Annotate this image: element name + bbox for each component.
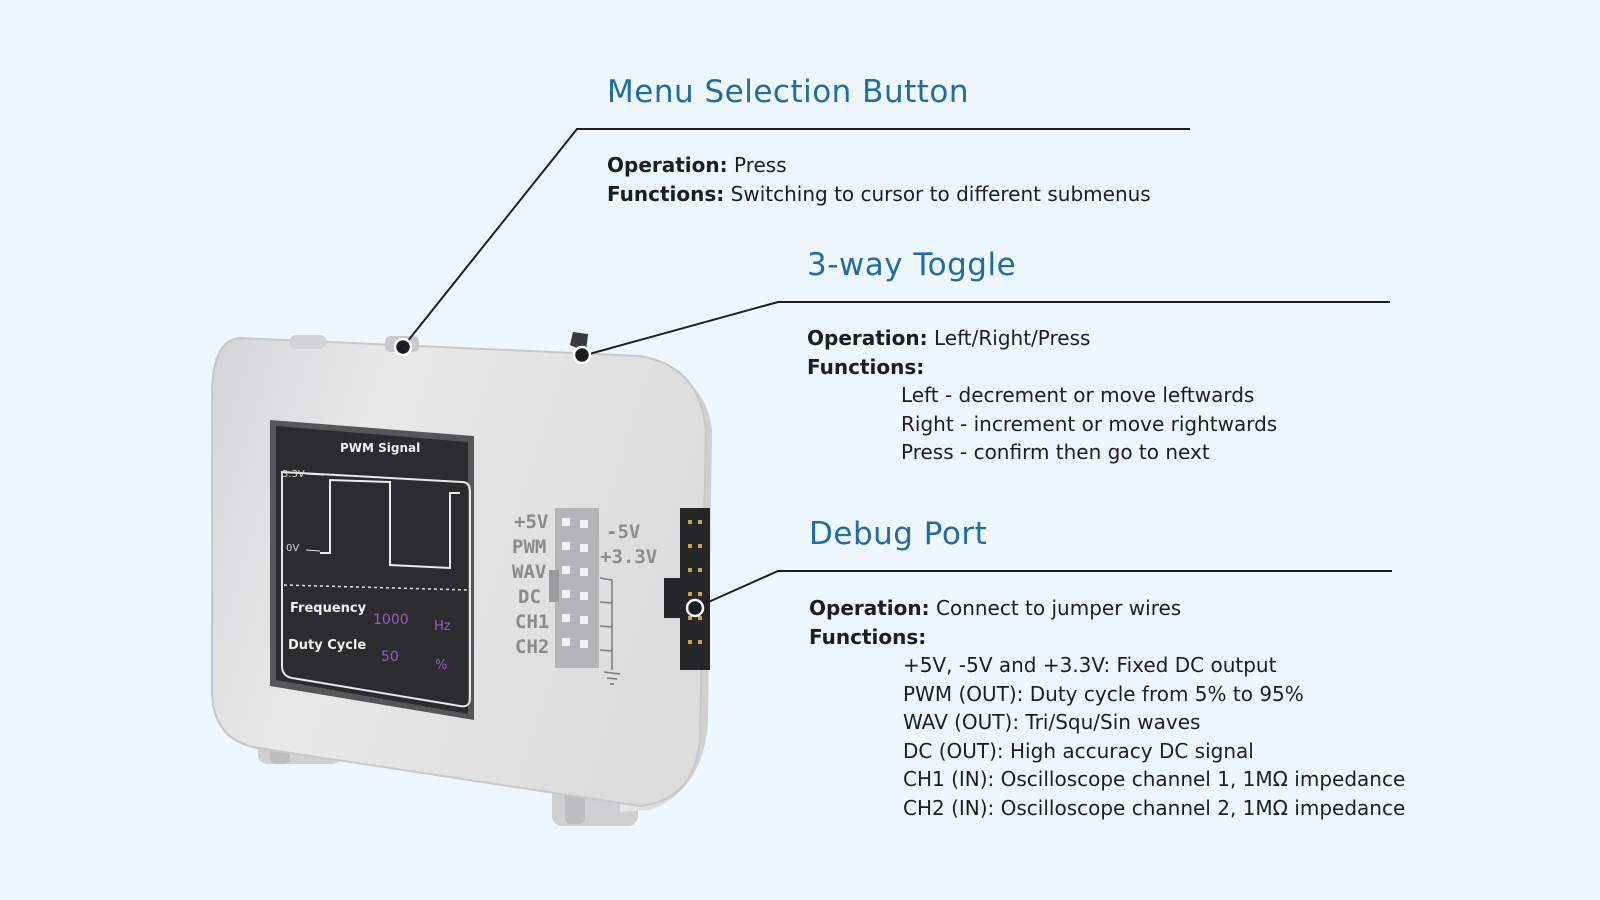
pin-label-dc: DC xyxy=(518,586,541,608)
pin-label-pwm: PWM xyxy=(512,536,546,558)
screen-freq-value: 1000 xyxy=(373,612,409,628)
list-item: WAV (OUT): Tri/Squ/Sin waves xyxy=(903,710,1201,734)
list-item: Left - decrement or move leftwards xyxy=(901,383,1255,407)
callout-debug-operation: Operation: Connect to jumper wires xyxy=(809,594,1405,623)
functions-label: Functions: xyxy=(809,624,927,649)
screen-freq-unit: Hz xyxy=(434,619,451,634)
operation-value: Left/Right/Press xyxy=(934,326,1091,350)
functions-label: Functions: xyxy=(607,181,725,206)
callout-toggle-desc: Operation: Left/Right/Press Functions: L… xyxy=(807,324,1277,467)
callout-menu-desc: Operation: Press Functions: Switching to… xyxy=(607,151,1151,208)
pin-label-3v3: +3.3V xyxy=(600,546,657,568)
leader-toggle xyxy=(581,301,1390,357)
marker-menu xyxy=(393,337,413,357)
list-item: +5V, -5V and +3.3V: Fixed DC output xyxy=(903,653,1277,677)
operation-value: Press xyxy=(734,153,787,177)
operation-label: Operation: xyxy=(807,326,928,350)
pin-label-wav: WAV xyxy=(512,561,546,583)
callout-debug-desc: Operation: Connect to jumper wires Funct… xyxy=(809,594,1405,822)
marker-debug xyxy=(685,598,705,618)
screen xyxy=(276,426,468,714)
screen-high-label: 3.3V xyxy=(282,469,305,480)
operation-label: Operation: xyxy=(607,153,728,177)
screen-title: PWM Signal xyxy=(340,441,420,455)
operation-label: Operation: xyxy=(809,596,930,620)
marker-toggle xyxy=(572,345,592,365)
screen-frame xyxy=(281,470,471,708)
leader-menu xyxy=(402,128,1190,348)
list-item: PWM (OUT): Duty cycle from 5% to 95% xyxy=(903,681,1304,706)
screen-duty-label: Duty Cycle xyxy=(288,638,366,653)
screen-freq-label: Frequency xyxy=(290,601,367,616)
screen-low-label: 0V xyxy=(286,543,299,554)
debug-port-connector xyxy=(664,508,710,670)
callout-debug-title: Debug Port xyxy=(809,516,988,552)
screen-divider xyxy=(283,584,469,591)
leader-debug xyxy=(694,570,1392,609)
callout-toggle-functions: Functions: xyxy=(807,353,1277,382)
callout-menu-functions: Functions: Switching to cursor to differ… xyxy=(607,180,1151,209)
top-button-left xyxy=(290,335,326,349)
list-item: Press - confirm then go to next xyxy=(901,440,1210,464)
callout-toggle-title: 3-way Toggle xyxy=(807,247,1017,283)
list-item: DC (OUT): High accuracy DC signal xyxy=(903,738,1254,763)
functions-value: Switching to cursor to different submenu… xyxy=(730,181,1151,206)
pin-header xyxy=(549,508,621,685)
pwm-waveform xyxy=(305,473,460,570)
list-item: Right - increment or move rightwards xyxy=(901,411,1278,436)
pin-label-neg5v: -5V xyxy=(606,521,640,543)
callout-debug-functions: Functions: xyxy=(809,623,1405,652)
callout-menu-title: Menu Selection Button xyxy=(607,74,970,110)
callout-menu-operation: Operation: Press xyxy=(607,151,1151,180)
screen-duty-unit: % xyxy=(435,658,447,673)
pin-label-ch1: CH1 xyxy=(515,611,549,633)
screen-duty-value: 50 xyxy=(381,649,399,665)
list-item: CH2 (IN): Oscilloscope channel 2, 1MΩ im… xyxy=(903,795,1406,820)
operation-value: Connect to jumper wires xyxy=(936,596,1182,620)
functions-label: Functions: xyxy=(807,354,925,379)
callout-toggle-operation: Operation: Left/Right/Press xyxy=(807,324,1277,353)
pin-label-5v: +5V xyxy=(514,511,548,533)
list-item: CH1 (IN): Oscilloscope channel 1, 1MΩ im… xyxy=(903,767,1406,791)
pin-label-ch2: CH2 xyxy=(515,636,549,658)
